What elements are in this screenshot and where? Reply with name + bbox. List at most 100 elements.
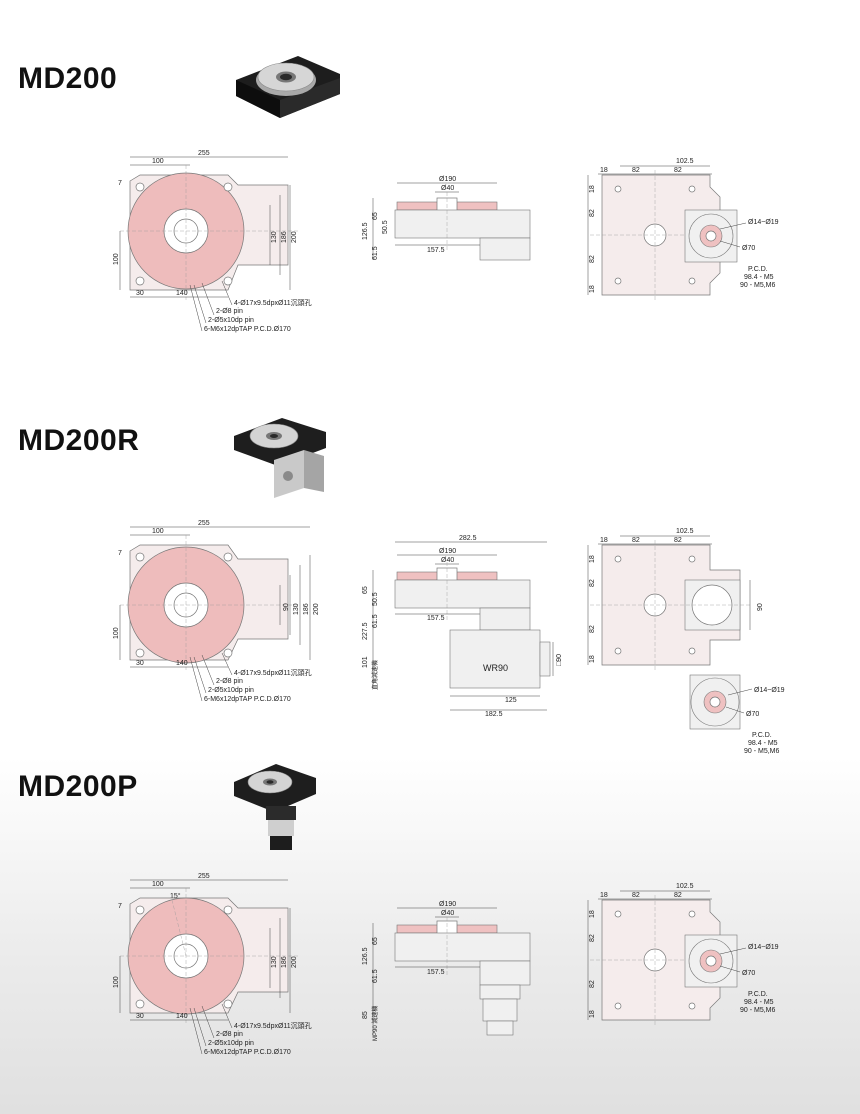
dim-label: 18 bbox=[589, 185, 596, 193]
dim-label: 61.5 bbox=[372, 614, 379, 628]
dim-label: 65 bbox=[362, 586, 369, 594]
callout-label: 6-M6x12dpTAP P.C.D.Ø170 bbox=[204, 696, 291, 703]
dim-label: 18 bbox=[600, 167, 608, 174]
dim-label: 255 bbox=[198, 873, 210, 880]
dim-label: 82 bbox=[632, 892, 640, 899]
callout-label: 2-Ø8 pin bbox=[216, 678, 243, 685]
pcd-label: P.C.D. bbox=[752, 732, 772, 739]
dim-label: 186 bbox=[281, 956, 288, 968]
dim-label: Ø70 bbox=[746, 711, 759, 718]
dim-label: 126.5 bbox=[362, 947, 369, 965]
dim-label: 140 bbox=[176, 290, 188, 297]
dim-label: 157.5 bbox=[427, 969, 445, 976]
dim-label: 102.5 bbox=[676, 883, 694, 890]
dim-label: 82 bbox=[589, 255, 596, 263]
model-title-md200r: MD200R bbox=[18, 424, 140, 457]
back-view-md200: 102.5 18 82 82 18 82 82 18 Ø14~Ø19 Ø70 P… bbox=[587, 158, 779, 300]
gearbox-label: WR90 bbox=[483, 663, 508, 673]
reducer-label: 直角減速機 bbox=[371, 660, 379, 690]
dim-label: 65 bbox=[372, 937, 379, 945]
dim-label: 7 bbox=[118, 180, 122, 187]
dim-label: 126.5 bbox=[362, 222, 369, 240]
dim-label: 82 bbox=[589, 209, 596, 217]
dim-label: Ø190 bbox=[439, 548, 456, 555]
dim-label: 140 bbox=[176, 660, 188, 667]
pcd-label: 98.4 - M5 bbox=[748, 740, 778, 747]
dim-label: 227.5 bbox=[362, 622, 369, 640]
side-view-md200p: Ø190 Ø40 157.5 126.5 65 61.5 85 MP90 減速機 bbox=[362, 901, 531, 1041]
dim-label: 282.5 bbox=[459, 535, 477, 542]
dim-label: 65 bbox=[372, 212, 379, 220]
dim-label: 200 bbox=[291, 956, 298, 968]
dim-label: 18 bbox=[589, 655, 596, 663]
product-photo-md200 bbox=[236, 56, 340, 118]
dim-label: 102.5 bbox=[676, 158, 694, 165]
callout-label: 4-Ø17x9.5dpxØ11沉頭孔 bbox=[234, 669, 312, 677]
callout-label: 4-Ø17x9.5dpxØ11沉頭孔 bbox=[234, 1022, 312, 1030]
dim-label: 100 bbox=[152, 528, 164, 535]
angle-label: 15° bbox=[170, 892, 181, 900]
dim-label: 18 bbox=[589, 285, 596, 293]
dim-label: Ø40 bbox=[441, 185, 454, 192]
pcd-label: 90 - M5,M6 bbox=[744, 748, 780, 755]
callout-label: 6-M6x12dpTAP P.C.D.Ø170 bbox=[204, 1049, 291, 1056]
dim-label: 7 bbox=[118, 903, 122, 910]
callout-label: 2-Ø5x10dp pin bbox=[208, 1040, 254, 1047]
dim-label: 90 bbox=[757, 603, 764, 611]
side-view-md200r: 282.5 Ø190 Ø40 157.5 WR90 □90 227.5 65 5… bbox=[362, 535, 563, 718]
dim-label: Ø14~Ø19 bbox=[754, 687, 785, 694]
dim-label: 200 bbox=[313, 603, 320, 615]
side-view-md200: Ø190 Ø40 126.5 65 50.5 61.5 157.5 bbox=[362, 176, 531, 261]
callout-label: 2-Ø5x10dp pin bbox=[208, 687, 254, 694]
dim-label: 82 bbox=[632, 537, 640, 544]
dim-label: Ø70 bbox=[742, 245, 755, 252]
dim-label: Ø190 bbox=[439, 901, 456, 908]
dim-label: Ø40 bbox=[441, 557, 454, 564]
dim-label: 30 bbox=[136, 1013, 144, 1020]
product-photo-md200p bbox=[234, 764, 316, 850]
dim-label: 100 bbox=[152, 158, 164, 165]
dim-label: Ø190 bbox=[439, 176, 456, 183]
model-title-md200: MD200 bbox=[18, 62, 118, 95]
pcd-label: P.C.D. bbox=[748, 991, 768, 998]
dim-label: 125 bbox=[505, 697, 517, 704]
dim-label: 140 bbox=[176, 1013, 188, 1020]
dim-label: 102.5 bbox=[676, 528, 694, 535]
product-photo-md200r bbox=[234, 418, 326, 498]
dim-label: 100 bbox=[113, 976, 120, 988]
pcd-label: P.C.D. bbox=[748, 266, 768, 273]
dim-label: 82 bbox=[589, 579, 596, 587]
dim-label: 130 bbox=[293, 603, 300, 615]
dim-label: 82 bbox=[589, 934, 596, 942]
dim-label: 18 bbox=[589, 1010, 596, 1018]
dim-label: 50.5 bbox=[382, 220, 389, 234]
dim-label: 100 bbox=[113, 253, 120, 265]
dim-label: 82 bbox=[674, 892, 682, 899]
dim-label: 61.5 bbox=[372, 969, 379, 983]
back-view-md200r: 102.5 18 82 82 90 18 82 82 18 Ø14~Ø19 Ø7… bbox=[587, 528, 785, 755]
dim-label: 255 bbox=[198, 520, 210, 527]
pcd-label: 98.4 - M5 bbox=[744, 274, 774, 281]
dim-label: 90 bbox=[283, 603, 290, 611]
pcd-label: 90 - M5,M6 bbox=[740, 282, 776, 289]
back-view-md200p: 102.5 18 82 82 18 82 82 18 Ø14~Ø19 Ø70 P… bbox=[587, 883, 779, 1025]
callout-label: 2-Ø5x10dp pin bbox=[208, 317, 254, 324]
dim-label: 82 bbox=[674, 537, 682, 544]
dim-label: 182.5 bbox=[485, 711, 503, 718]
dim-label: 186 bbox=[303, 603, 310, 615]
callout-label: 2-Ø8 pin bbox=[216, 1031, 243, 1038]
dim-label: 18 bbox=[589, 555, 596, 563]
dim-label: Ø70 bbox=[742, 970, 755, 977]
dim-label: 82 bbox=[674, 167, 682, 174]
dim-label: 18 bbox=[600, 537, 608, 544]
dim-label: 200 bbox=[291, 231, 298, 243]
dim-label: 100 bbox=[113, 627, 120, 639]
dim-label: 30 bbox=[136, 290, 144, 297]
dim-label: 50.5 bbox=[372, 592, 379, 606]
dim-label: □90 bbox=[556, 654, 563, 666]
callout-label: 4-Ø17x9.5dpxØ11沉頭孔 bbox=[234, 299, 312, 307]
top-view-md200: 255 100 7 100 130 186 200 30 140 4-Ø17x9… bbox=[113, 150, 312, 333]
top-view-md200p: 255 100 15° 7 100 130 186 200 30 140 4-Ø… bbox=[113, 873, 312, 1056]
dim-label: 101 bbox=[362, 656, 369, 668]
dim-label: 82 bbox=[632, 167, 640, 174]
